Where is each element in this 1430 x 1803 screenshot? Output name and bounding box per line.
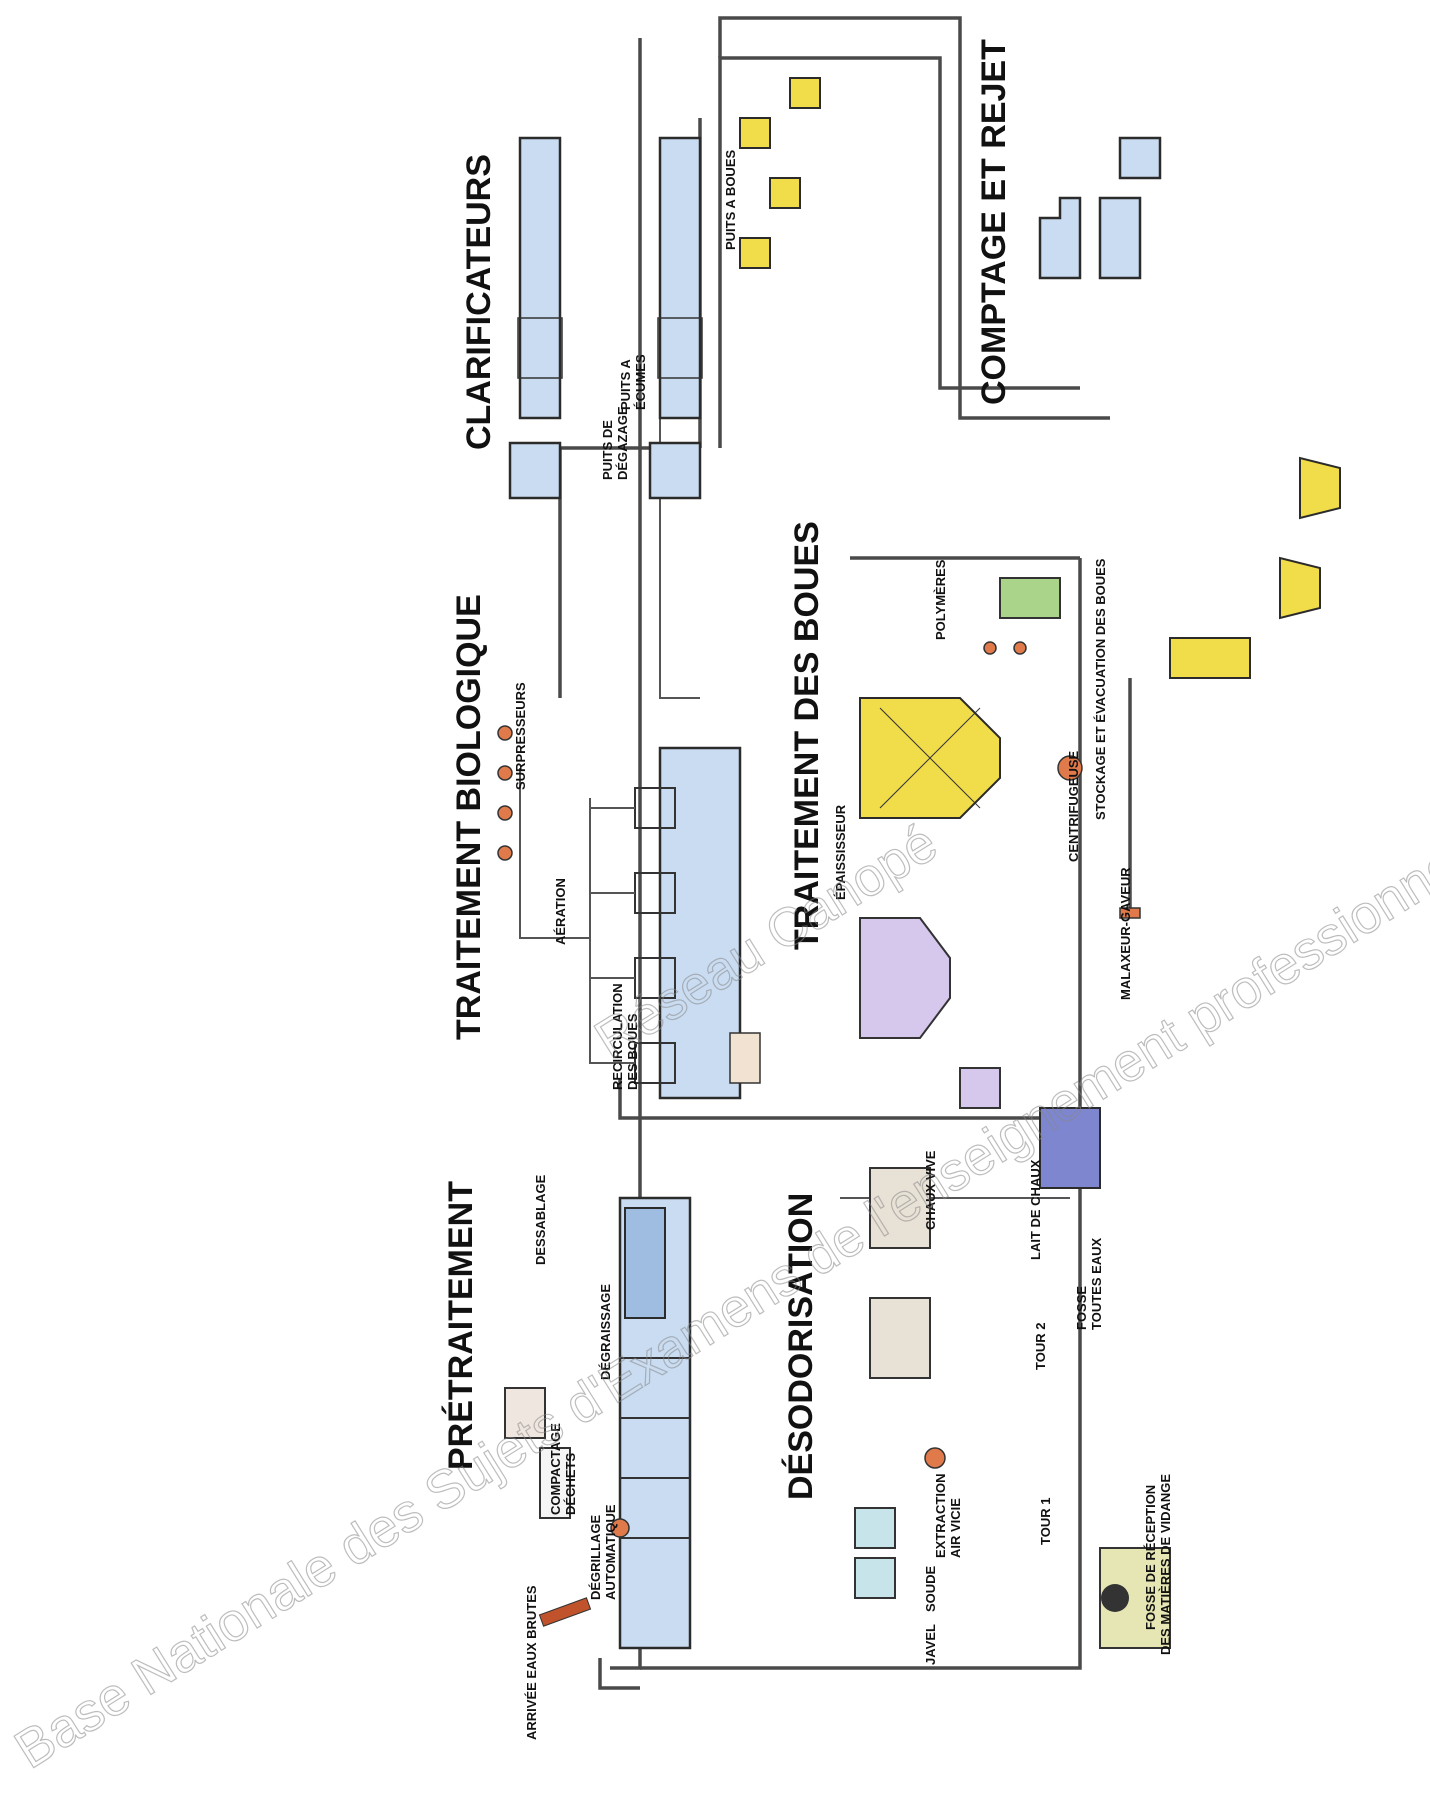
puits-boues-4 <box>790 78 820 108</box>
puits-degazage-1 <box>510 443 560 498</box>
label-soude: SOUDE <box>923 1565 938 1612</box>
truck-2 <box>1300 458 1340 518</box>
title-traitement-biologique: TRAITEMENT BIOLOGIQUE <box>450 594 488 1040</box>
label-aeration: AÉRATION <box>553 878 568 945</box>
label-malaxeur: MALAXEUR-GAVEUR <box>1118 867 1133 1000</box>
clarificateur-2 <box>660 138 700 418</box>
clarificateur-1 <box>520 138 560 418</box>
vidange-pump-icon <box>1101 1584 1129 1612</box>
polymer-dosing-pump-1 <box>984 642 996 654</box>
label-polymeres: POLYMÈRES <box>933 559 948 640</box>
label-puits-ecumes-2: ÉCUMES <box>633 354 648 410</box>
lait-chaux-tank <box>960 1068 1000 1108</box>
label-stockage: STOCKAGE ET ÉVACUATION DES BOUES <box>1093 558 1108 820</box>
title-pretraitement: PRÉTRAITEMENT <box>442 1181 480 1470</box>
dessableur-channel <box>625 1208 665 1318</box>
soude-tank <box>855 1508 895 1548</box>
label-extraction-2: AIR VICIE <box>948 1498 963 1558</box>
extraction-fan-icon <box>925 1448 945 1468</box>
puits-boues-2 <box>770 178 800 208</box>
recirculation-pumps <box>730 1033 760 1083</box>
label-puits-degazage-1: PUITS DE <box>600 420 615 480</box>
label-arrivee: ARRIVÉE EAUX BRUTES <box>524 1585 539 1740</box>
label-fosse-vidange-1: FOSSE DE RÉCEPTION <box>1143 1485 1158 1630</box>
stockage-silo <box>1170 638 1250 678</box>
label-surpresseurs: SURPRESSEURS <box>513 682 528 790</box>
comptage-channel-2 <box>1100 198 1140 278</box>
label-centrifugeuse: CENTRIFUGEUSE <box>1066 750 1081 862</box>
label-fosse-toutes-1: FOSSE <box>1074 1286 1089 1330</box>
pipe-to-rejet <box>720 58 1080 448</box>
truck-1 <box>1280 558 1320 618</box>
polymer-dosing-pump-2 <box>1014 642 1026 654</box>
javel-tank <box>855 1558 895 1598</box>
label-degrillage-2: AUTOMATIQUE <box>603 1504 618 1600</box>
comptage-channel-1 <box>1040 198 1080 278</box>
label-extraction-1: EXTRACTION <box>933 1474 948 1559</box>
label-puits-ecumes-1: PUITS A <box>618 359 633 410</box>
label-fosse-toutes-2: TOUTES EAUX <box>1089 1237 1104 1330</box>
label-lait-chaux: LAIT DE CHAUX <box>1028 1159 1043 1260</box>
title-clarificateurs: CLARIFICATEURS <box>460 154 498 450</box>
puits-degazage-2 <box>650 443 700 498</box>
label-degrillage-1: DÉGRILLAGE <box>588 1514 603 1600</box>
label-puits-boues: PUITS A BOUES <box>723 150 738 250</box>
tour-1 <box>870 1298 930 1378</box>
chaux-vive-silo <box>860 918 950 1038</box>
label-fosse-vidange-2: DES MATIÈRES DE VIDANGE <box>1158 1474 1173 1655</box>
inlet-pipe <box>600 1658 640 1688</box>
label-tour-1: TOUR 1 <box>1038 1498 1053 1545</box>
puits-boues-1 <box>740 238 770 268</box>
puits-boues-3 <box>740 118 770 148</box>
label-tour-2: TOUR 2 <box>1033 1323 1048 1370</box>
title-comptage-rejet: COMPTAGE ET REJET <box>975 39 1013 405</box>
label-dessablage: DESSABLAGE <box>533 1174 548 1265</box>
label-puits-degazage-2: DÉGAZAGE <box>615 406 630 480</box>
degrilleur-screw <box>539 1598 590 1626</box>
label-compactage-2: DÉCHETS <box>563 1453 578 1515</box>
polymeres-tank <box>1000 578 1060 618</box>
bio-basin <box>660 748 740 1098</box>
rejet-outlet <box>1120 138 1160 178</box>
label-javel: JAVEL <box>923 1624 938 1665</box>
